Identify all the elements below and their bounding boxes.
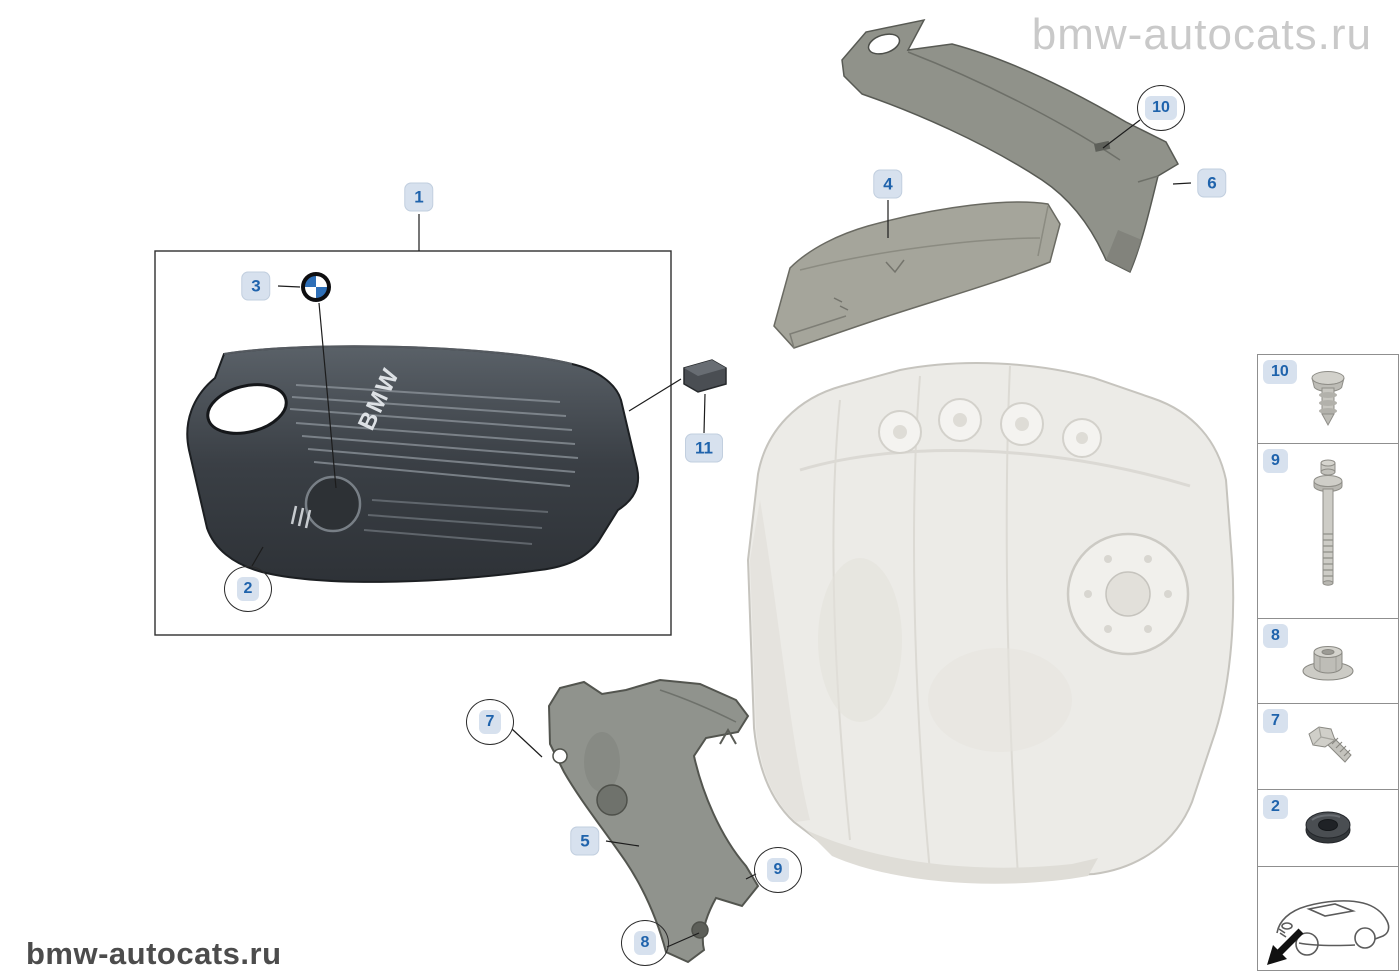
callout-9-label: 9 [766, 858, 790, 882]
engine-cover-illustration: BMW [186, 345, 639, 583]
mount-bracket-illustration [547, 678, 760, 964]
callout-5[interactable]: 5 [570, 826, 600, 856]
legend-item-7[interactable]: 7 [1258, 704, 1398, 790]
legend-item-9[interactable]: 9 [1258, 444, 1398, 619]
watermark-top: bmw-autocats.ru [1031, 10, 1372, 59]
hex-screw-icon [1308, 725, 1352, 763]
legend-vehicle-cell[interactable] [1258, 867, 1398, 970]
callout-10[interactable]: 10 [1137, 85, 1185, 131]
stud-bolt-icon [1313, 459, 1343, 586]
callout-2[interactable]: 2 [224, 566, 272, 612]
bmw-emblem-icon [301, 272, 331, 302]
callout-2-label: 2 [236, 577, 260, 601]
part1-frame-box [154, 250, 672, 636]
callout-9[interactable]: 9 [754, 847, 802, 893]
callout-3[interactable]: 3 [241, 271, 271, 301]
parts-legend: 10 9 [1257, 354, 1399, 971]
engine-block-illustration [746, 362, 1235, 884]
legend-badge-10: 10 [1263, 360, 1297, 384]
callout-10-label: 10 [1145, 96, 1177, 120]
legend-badge-2: 2 [1263, 795, 1288, 819]
callout-7[interactable]: 7 [466, 699, 514, 745]
expanding-rivet-icon [1311, 371, 1345, 427]
legend-badge-8: 8 [1263, 624, 1288, 648]
car-direction-icon [1267, 899, 1390, 965]
leader-lines [251, 119, 1192, 948]
part11-buffer-illustration [683, 359, 727, 393]
acoustic-panel-top-illustration [773, 201, 1061, 349]
rubber-grommet-icon [1305, 811, 1351, 844]
legend-item-2[interactable]: 2 [1258, 790, 1398, 867]
callout-6[interactable]: 6 [1197, 168, 1227, 198]
legend-badge-9: 9 [1263, 449, 1288, 473]
callout-1[interactable]: 1 [404, 182, 434, 212]
callout-11[interactable]: 11 [685, 433, 723, 463]
legend-badge-7: 7 [1263, 709, 1288, 733]
flange-nut-icon [1302, 646, 1354, 681]
callout-8[interactable]: 8 [621, 920, 669, 966]
legend-item-8[interactable]: 8 [1258, 619, 1398, 704]
callout-4[interactable]: 4 [873, 169, 903, 199]
watermark-bottom: bmw-autocats.ru [26, 936, 282, 971]
callout-8-label: 8 [633, 931, 657, 955]
legend-item-10[interactable]: 10 [1258, 355, 1398, 444]
callout-7-label: 7 [478, 710, 502, 734]
acoustic-panel-right-illustration [841, 18, 1180, 274]
